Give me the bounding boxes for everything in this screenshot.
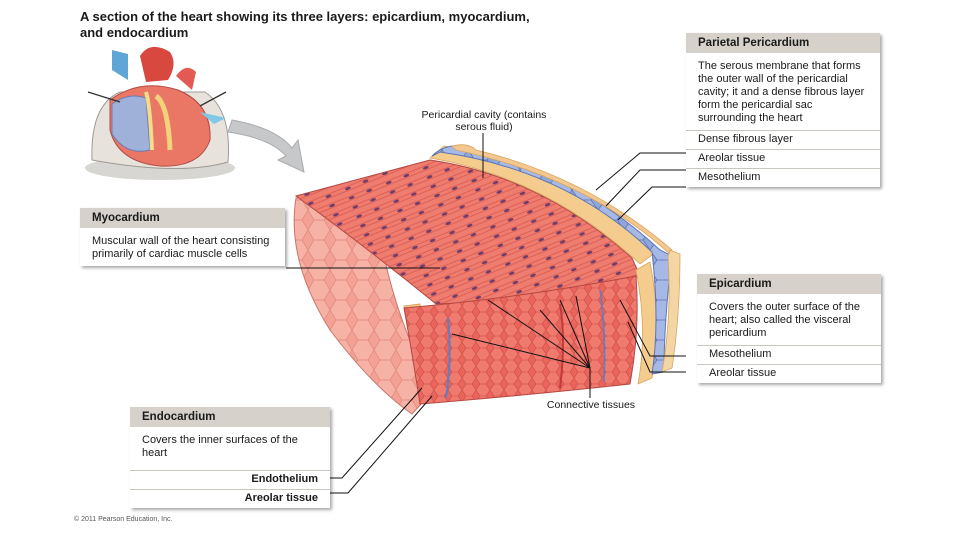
tissue-block [293,144,681,415]
myocardium-box: Myocardium Muscular wall of the heart co… [80,208,285,266]
endocardium-layer-endothelium: Endothelium [130,470,330,489]
parietal-layer-mesothelium: Mesothelium [686,168,880,187]
pericardial-cavity-label: Pericardial cavity (contains serous flui… [421,109,547,133]
epicardium-box: Epicardium Covers the outer surface of t… [697,274,881,383]
endocardium-box: Endocardium Covers the inner surfaces of… [130,407,330,508]
parietal-pericardium-box: Parietal Pericardium The serous membrane… [686,33,880,187]
epicardium-heading: Epicardium [697,274,881,294]
endocardium-heading: Endocardium [130,407,330,427]
parietal-layer-areolar: Areolar tissue [686,149,880,168]
myocardium-description: Muscular wall of the heart consisting pr… [92,235,270,260]
parietal-pericardium-heading: Parietal Pericardium [686,33,880,53]
endocardium-description: Covers the inner surfaces of the heart [142,434,298,459]
epicardium-layer-areolar: Areolar tissue [697,364,881,383]
leader-lines [286,133,686,494]
heart-thumbnail [85,46,235,180]
epicardium-layer-mesothelium: Mesothelium [697,345,881,364]
connective-tissues-label: Connective tissues [546,399,636,411]
endocardium-layer-areolar: Areolar tissue [130,489,330,508]
epicardium-description: Covers the outer surface of the heart; a… [709,301,861,339]
parietal-pericardium-description: The serous membrane that forms the outer… [698,60,865,124]
copyright-notice: © 2011 Pearson Education, Inc. [74,516,173,523]
myocardium-heading: Myocardium [80,208,285,228]
parietal-layer-dense-fibrous: Dense fibrous layer [686,130,880,149]
diagram-title: A section of the heart showing its three… [80,9,530,40]
zoom-arrow [227,119,305,173]
